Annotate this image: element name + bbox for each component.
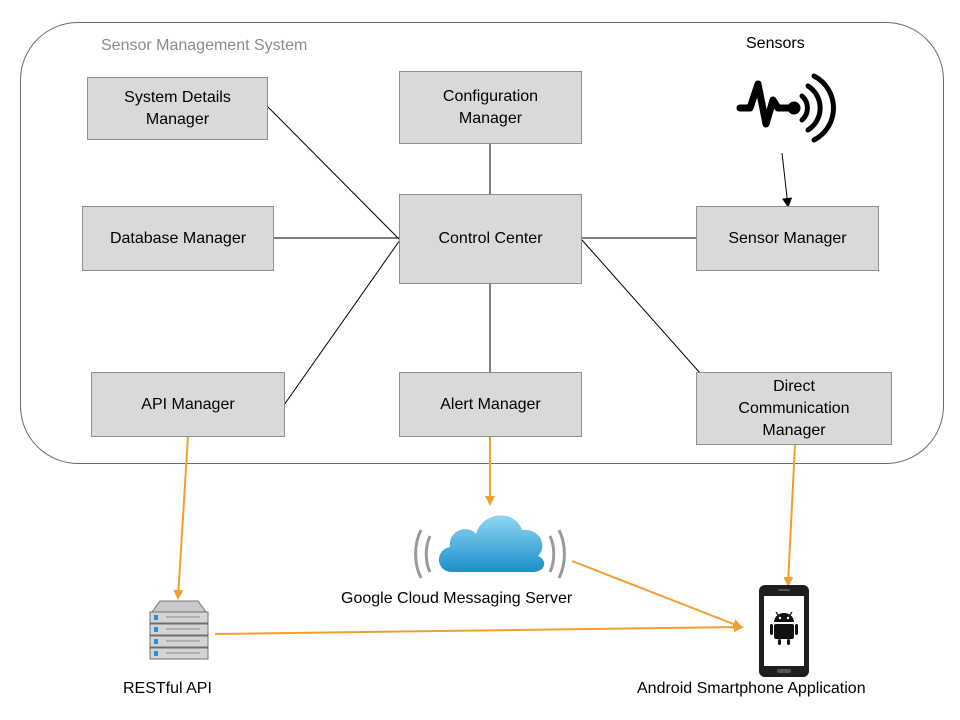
link-api-control <box>283 239 401 406</box>
link-direct-android <box>783 443 796 587</box>
link-api-restful <box>173 435 189 600</box>
link-gcm-android <box>571 560 743 629</box>
alert-manager-box: Alert Manager <box>399 372 582 437</box>
system-details-manager-box: System Details Manager <box>87 77 268 140</box>
api-manager-box: API Manager <box>91 372 285 437</box>
link-sensors-sensor-manager <box>781 152 793 208</box>
cloud-icon <box>414 515 566 579</box>
android-app-label: Android Smartphone Application <box>637 680 866 697</box>
link-restful-android <box>214 622 744 635</box>
database-manager-box: Database Manager <box>82 206 274 271</box>
control-center-box: Control Center <box>399 194 582 284</box>
system-title: Sensor Management System <box>101 37 308 54</box>
sensor-wave-icon <box>736 73 837 143</box>
smartphone-android-icon <box>759 585 809 677</box>
server-rack-icon <box>149 600 209 660</box>
link-system-details-control <box>266 105 401 241</box>
restful-api-label: RESTful API <box>123 680 212 697</box>
direct-communication-manager-box: Direct Communication Manager <box>696 372 892 445</box>
sensor-manager-box: Sensor Manager <box>696 206 879 271</box>
configuration-manager-box: Configuration Manager <box>399 71 582 144</box>
sensors-label: Sensors <box>746 35 805 52</box>
sensor-management-system-boundary <box>20 22 944 464</box>
link-control-direct <box>581 239 701 374</box>
gcm-server-label: Google Cloud Messaging Server <box>341 590 573 607</box>
